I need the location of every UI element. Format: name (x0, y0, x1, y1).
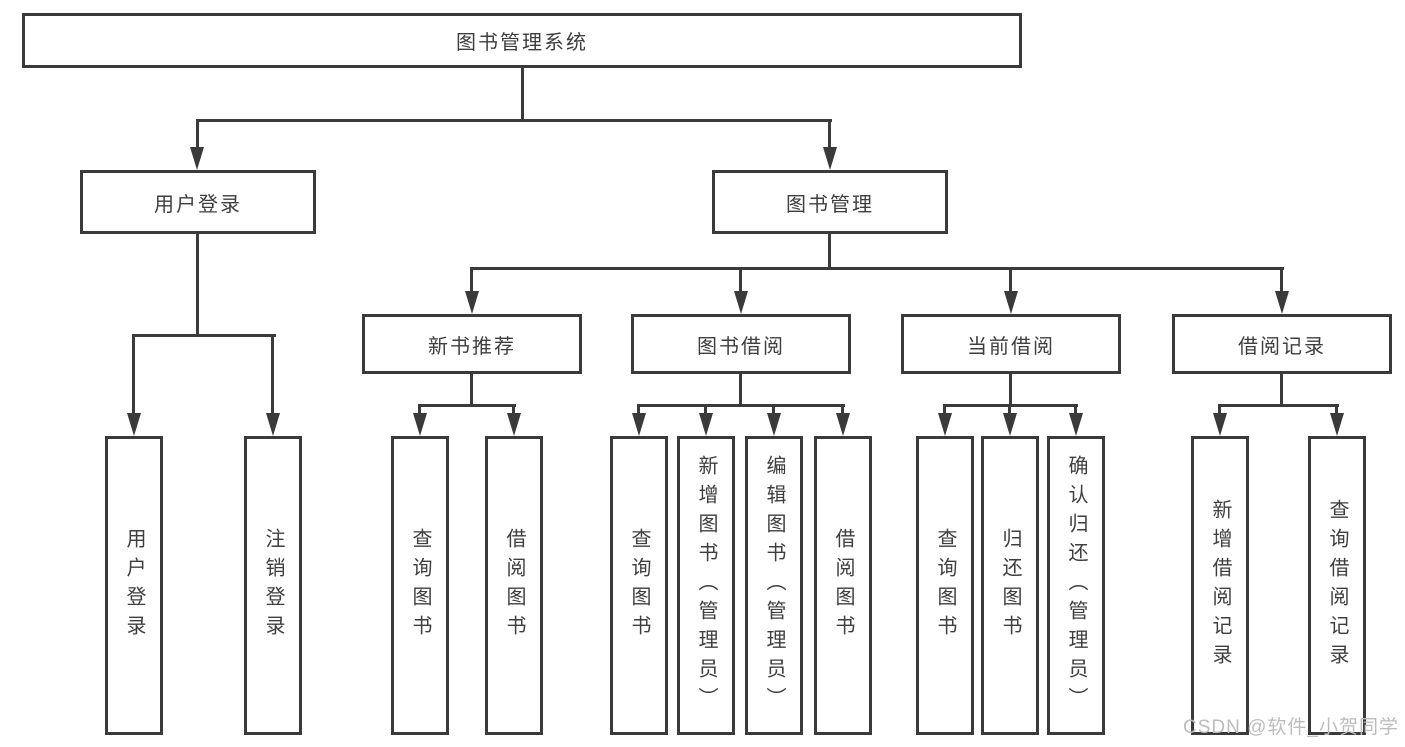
node-cb-query-books: 查询图书 (916, 436, 974, 735)
arrow-down-icon (1330, 413, 1344, 436)
node-user-login: 用户登录 (80, 170, 316, 234)
connector-line (828, 234, 831, 269)
node-borrow-records: 借阅记录 (1172, 314, 1392, 374)
connector-line (1218, 404, 1339, 407)
connector-line (1074, 404, 1077, 415)
node-cb-query-books-label: 查询图书 (934, 527, 956, 644)
node-cb-confirm-return-admin: 确认归还（管理员） (1047, 436, 1105, 735)
node-bb-query-books-label: 查询图书 (628, 527, 650, 644)
connector-line (196, 234, 199, 335)
arrow-down-icon (632, 413, 646, 436)
connector-line (418, 404, 421, 415)
node-root: 图书管理系统 (22, 13, 1022, 68)
arrow-down-icon (127, 413, 141, 436)
arrow-down-icon (734, 291, 748, 314)
node-book-borrow: 图书借阅 (631, 314, 851, 374)
connector-line (1009, 267, 1012, 293)
arrow-down-icon (823, 147, 837, 170)
connector-line (470, 267, 473, 293)
arrow-down-icon (1275, 291, 1289, 314)
node-br-add-record-label: 新增借阅记录 (1209, 498, 1231, 673)
arrow-down-icon (266, 413, 280, 436)
node-bb-add-books-admin: 新增图书（管理员） (677, 436, 735, 735)
connector-line (512, 404, 515, 415)
arrow-down-icon (1003, 413, 1017, 436)
node-user-login-label: 用户登录 (154, 193, 242, 216)
connector-line (772, 404, 775, 415)
arrow-down-icon (1213, 413, 1227, 436)
arrow-down-icon (413, 413, 427, 436)
node-br-query-record: 查询借阅记录 (1308, 436, 1366, 735)
node-cb-return-books-label: 归还图书 (999, 527, 1021, 644)
connector-line (739, 374, 742, 406)
node-login-label: 用户登录 (123, 527, 145, 644)
arrow-down-icon (190, 147, 204, 170)
connector-line (943, 404, 946, 415)
connector-line (841, 404, 844, 415)
node-book-borrow-label: 图书借阅 (697, 335, 785, 358)
node-cb-return-books: 归还图书 (981, 436, 1039, 735)
connector-line (271, 334, 274, 414)
connector-line (132, 334, 276, 337)
arrow-down-icon (767, 413, 781, 436)
node-new-book-recommend-label: 新书推荐 (428, 335, 516, 358)
node-book-management-label: 图书管理 (786, 193, 874, 216)
node-br-query-record-label: 查询借阅记录 (1326, 498, 1348, 673)
connector-line (1218, 404, 1221, 415)
connector-line (637, 404, 845, 407)
arrow-down-icon (938, 413, 952, 436)
node-login: 用户登录 (105, 436, 163, 735)
arrow-down-icon (1004, 291, 1018, 314)
csdn-watermark: CSDN @软件_小贺同学 (1183, 717, 1399, 738)
node-logout: 注销登录 (244, 436, 302, 735)
node-cb-confirm-return-admin-label: 确认归还（管理员） (1065, 455, 1087, 716)
arrow-down-icon (507, 413, 521, 436)
node-new-book-recommend: 新书推荐 (362, 314, 582, 374)
node-bb-borrow-books-label: 借阅图书 (832, 527, 854, 644)
node-nb-borrow-books-label: 借阅图书 (503, 527, 525, 644)
connector-line (196, 119, 832, 122)
node-bb-edit-books-admin-label: 编辑图书（管理员） (763, 455, 785, 716)
connector-line (704, 404, 707, 415)
node-logout-label: 注销登录 (262, 527, 284, 644)
node-bb-borrow-books: 借阅图书 (814, 436, 872, 735)
node-nb-query-books-label: 查询图书 (409, 527, 431, 644)
connector-line (1280, 267, 1283, 293)
node-root-label: 图书管理系统 (456, 32, 588, 54)
connector-line (739, 267, 742, 293)
node-nb-query-books: 查询图书 (391, 436, 449, 735)
node-br-add-record: 新增借阅记录 (1191, 436, 1249, 735)
connector-line (828, 119, 831, 150)
node-bb-query-books: 查询图书 (610, 436, 668, 735)
connector-line (470, 267, 1284, 270)
connector-line (1009, 374, 1012, 406)
arrow-down-icon (1069, 413, 1083, 436)
node-bb-add-books-admin-label: 新增图书（管理员） (695, 455, 717, 716)
arrow-down-icon (465, 291, 479, 314)
connector-line (196, 119, 199, 150)
connector-line (1280, 374, 1283, 406)
node-borrow-records-label: 借阅记录 (1238, 335, 1326, 358)
connector-line (1008, 404, 1011, 415)
connector-line (470, 374, 473, 406)
connector-line (637, 404, 640, 415)
arrow-down-icon (699, 413, 713, 436)
connector-line (132, 334, 135, 414)
connector-line (418, 404, 516, 407)
node-current-borrow-label: 当前借阅 (967, 335, 1055, 358)
node-current-borrow: 当前借阅 (901, 314, 1121, 374)
node-bb-edit-books-admin: 编辑图书（管理员） (745, 436, 803, 735)
node-nb-borrow-books: 借阅图书 (485, 436, 543, 735)
arrow-down-icon (836, 413, 850, 436)
node-book-management: 图书管理 (712, 170, 948, 234)
connector-line (1335, 404, 1338, 415)
connector-line (521, 68, 524, 121)
